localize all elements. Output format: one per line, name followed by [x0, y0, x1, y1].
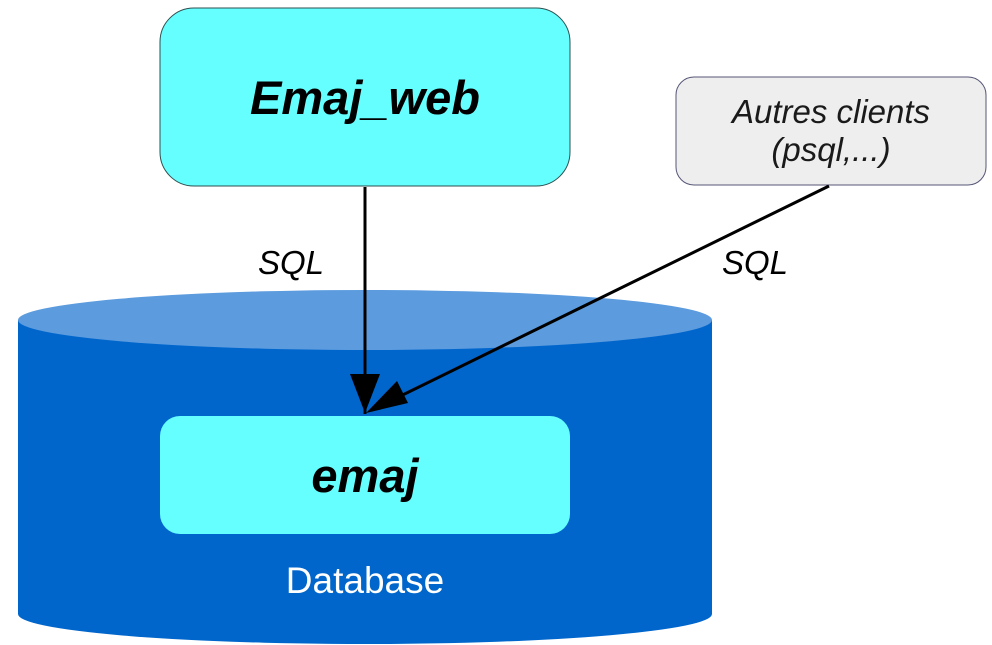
arrowhead-emaj-web [350, 374, 380, 413]
sql-label-emaj-web: SQL [258, 244, 325, 281]
sql-label-clients: SQL [722, 244, 789, 281]
emaj-label: emaj [311, 448, 419, 502]
arrowhead-clients [366, 381, 408, 413]
autres-clients-line2: (psql,...) [771, 131, 891, 168]
autres-clients-box [675, 76, 987, 186]
arrow-clients-to-emaj [371, 184, 830, 412]
emaj-web-label: Emaj_web [250, 70, 480, 124]
emaj-box [160, 416, 570, 534]
emaj-web-box [159, 7, 571, 187]
autres-clients-line1: Autres clients [731, 93, 931, 131]
autres-clients-label: Autres clients (psql,...) [676, 77, 986, 185]
database-label: Database [285, 560, 445, 601]
